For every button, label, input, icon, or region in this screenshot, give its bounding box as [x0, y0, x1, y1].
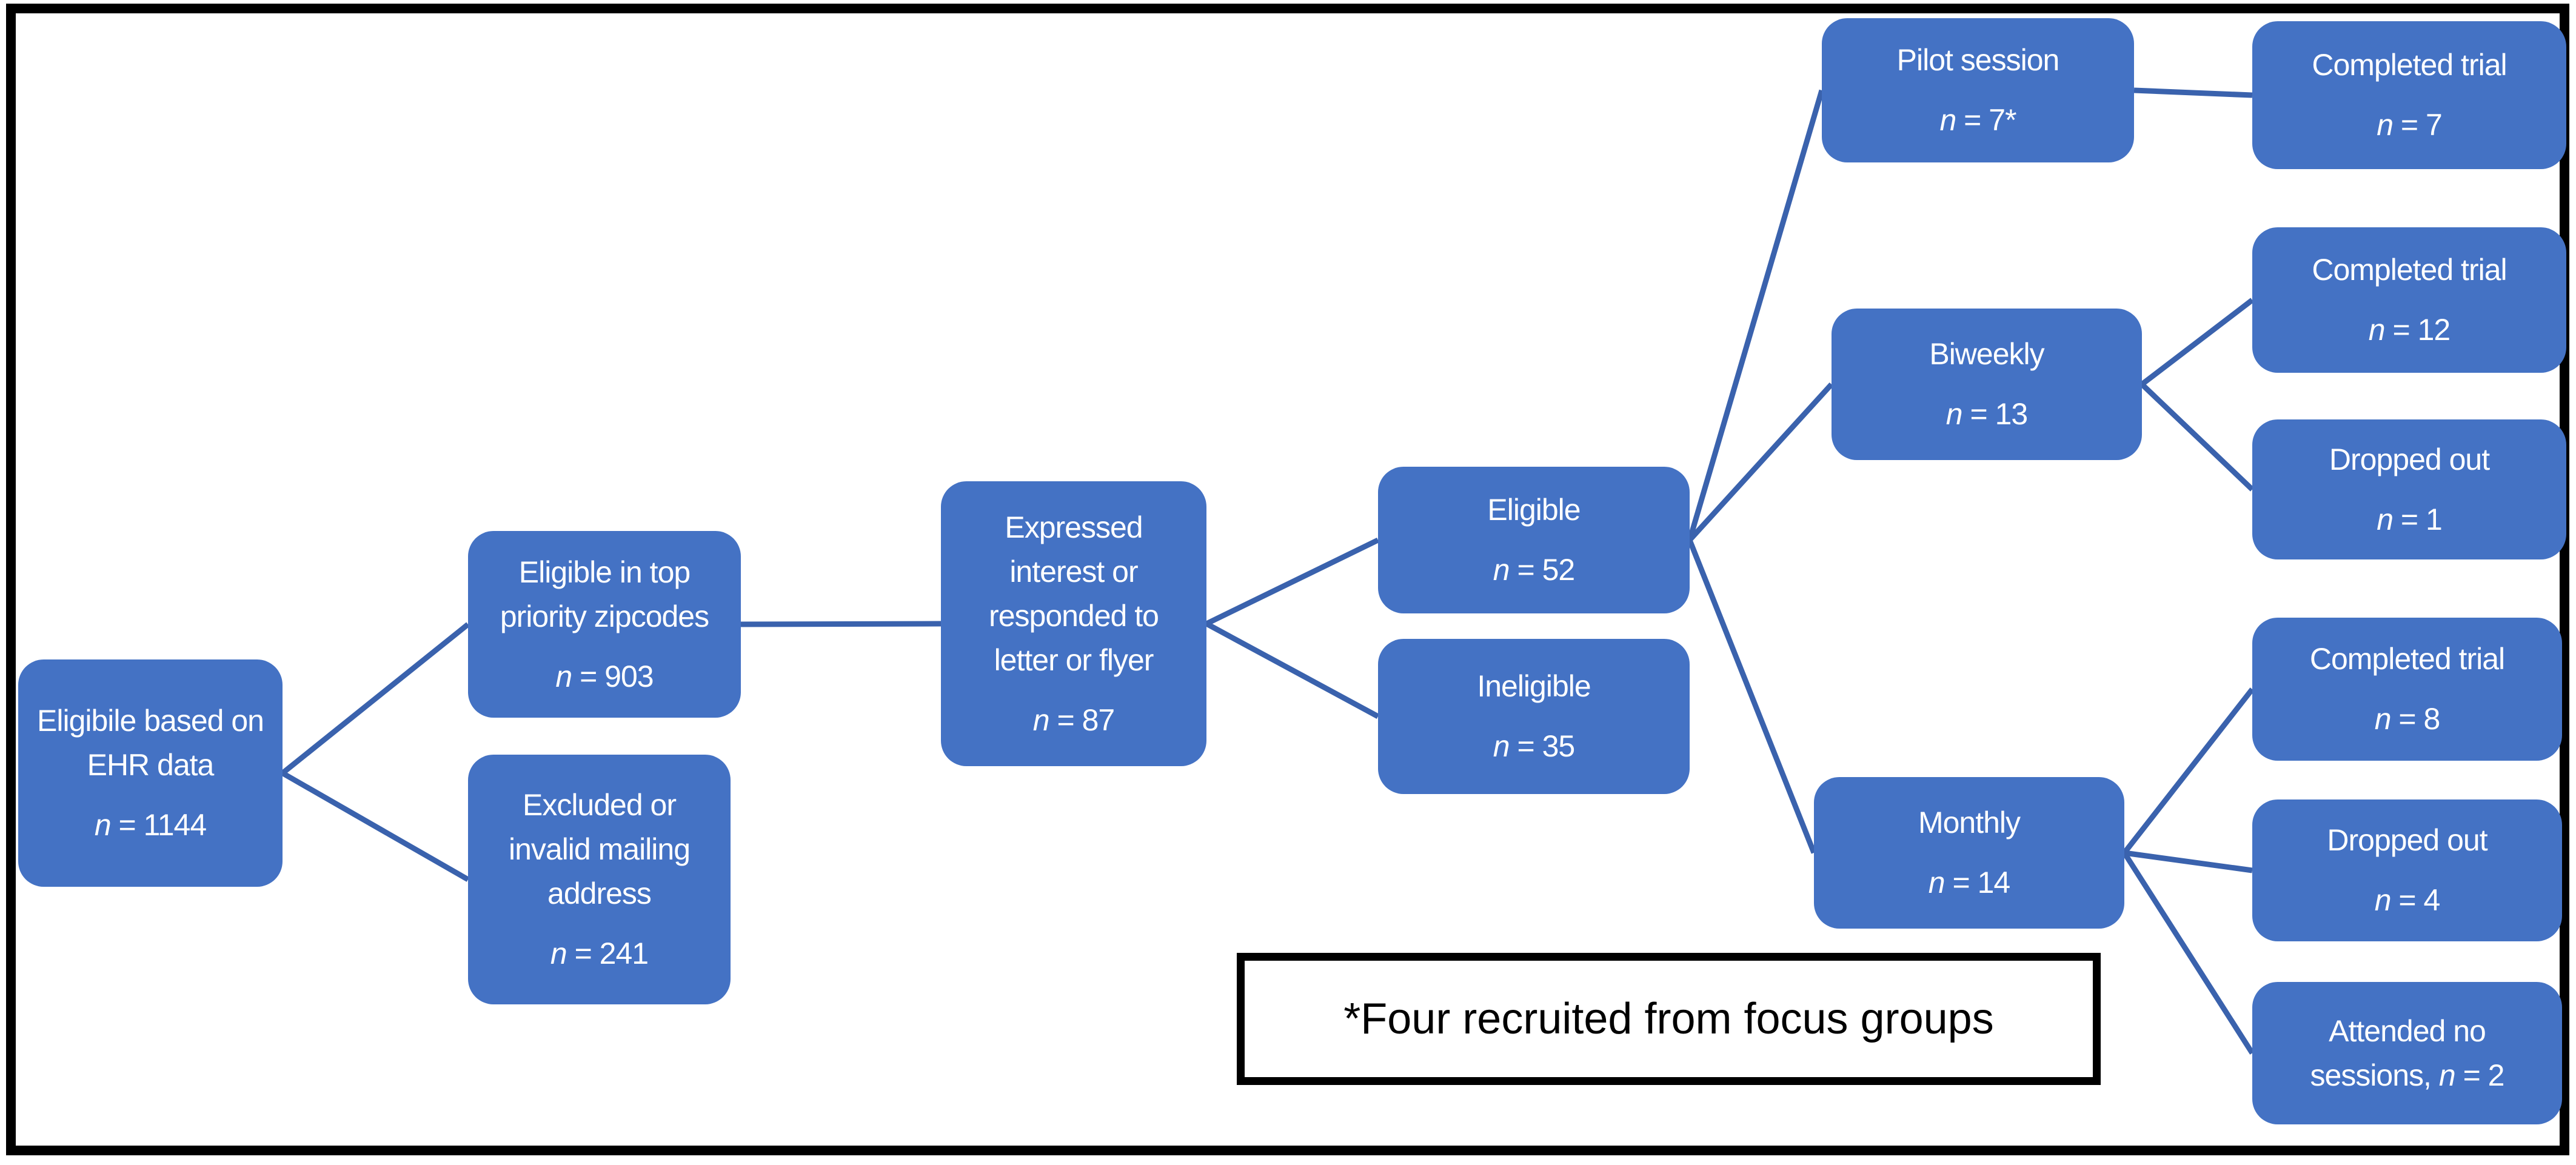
node-label: Eligible [1487, 493, 1581, 527]
node-label: Completed trial [2312, 48, 2507, 82]
node-monthly-completed-trial: Completed trial n = 8 [2252, 618, 2562, 761]
node-count: n = 87 [1032, 703, 1115, 737]
node-count: n = 1 [2377, 502, 2443, 536]
node-label: Excluded or invalid mailing address [508, 788, 691, 910]
node-expressed-interest-or-responded: Expressed interest or responded to lette… [941, 481, 1206, 766]
node-biweekly: Biweekly n = 13 [1832, 309, 2142, 460]
node-attended-no-sessions: Attended no sessions, n = 2 [2252, 982, 2562, 1124]
node-label: Biweekly [1929, 337, 2044, 371]
node-count: n = 12 [2368, 313, 2451, 347]
node-label: Completed trial [2309, 642, 2505, 676]
node-pilot-session: Pilot session n = 7* [1822, 18, 2134, 162]
node-label: Eligibile based on EHR data [37, 704, 264, 782]
node-label: Dropped out [2327, 823, 2487, 857]
node-biweekly-completed-trial: Completed trial n = 12 [2252, 227, 2566, 373]
node-eligible-in-top-priority-zipcodes: Eligible in top priority zipcodes n = 90… [468, 531, 741, 718]
node-label: Monthly [1918, 806, 2021, 840]
node-biweekly-dropped-out: Dropped out n = 1 [2252, 419, 2566, 559]
node-count: n = 14 [1928, 866, 2010, 900]
node-label: Dropped out [2329, 442, 2490, 476]
node-label: Expressed interest or responded to lette… [989, 510, 1159, 677]
node-eligible: Eligible n = 52 [1378, 467, 1690, 613]
node-label: Attended no sessions, n = 2 [2310, 1013, 2505, 1092]
node-label: Completed trial [2312, 253, 2507, 287]
node-monthly: Monthly n = 14 [1814, 777, 2124, 929]
node-count: n = 52 [1493, 553, 1575, 587]
node-count: n = 1144 [94, 808, 207, 842]
node-count: n = 35 [1493, 729, 1575, 763]
node-ineligible: Ineligible n = 35 [1378, 639, 1690, 794]
node-excluded-or-invalid-mailing-address: Excluded or invalid mailing address n = … [468, 755, 731, 1004]
node-count: n = 7* [1939, 103, 2016, 137]
node-count: n = 4 [2374, 883, 2441, 917]
node-eligible-based-on-ehr-data: Eligibile based on EHR data n = 1144 [18, 659, 283, 887]
node-monthly-dropped-out: Dropped out n = 4 [2252, 799, 2562, 941]
node-label: Pilot session [1896, 43, 2060, 77]
node-label: Eligible in top priority zipcodes [500, 555, 709, 633]
footnote-text: *Four recruited from focus groups [1343, 995, 1994, 1043]
node-count: n = 7 [2377, 108, 2443, 142]
node-label: Ineligible [1477, 669, 1591, 703]
node-count: n = 241 [550, 936, 649, 970]
footnote-box: *Four recruited from focus groups [1237, 953, 2101, 1085]
node-pilot-completed-trial: Completed trial n = 7 [2252, 21, 2566, 169]
node-count: n = 8 [2374, 702, 2441, 736]
node-count: n = 903 [555, 659, 654, 693]
node-count: n = 13 [1945, 397, 2028, 431]
